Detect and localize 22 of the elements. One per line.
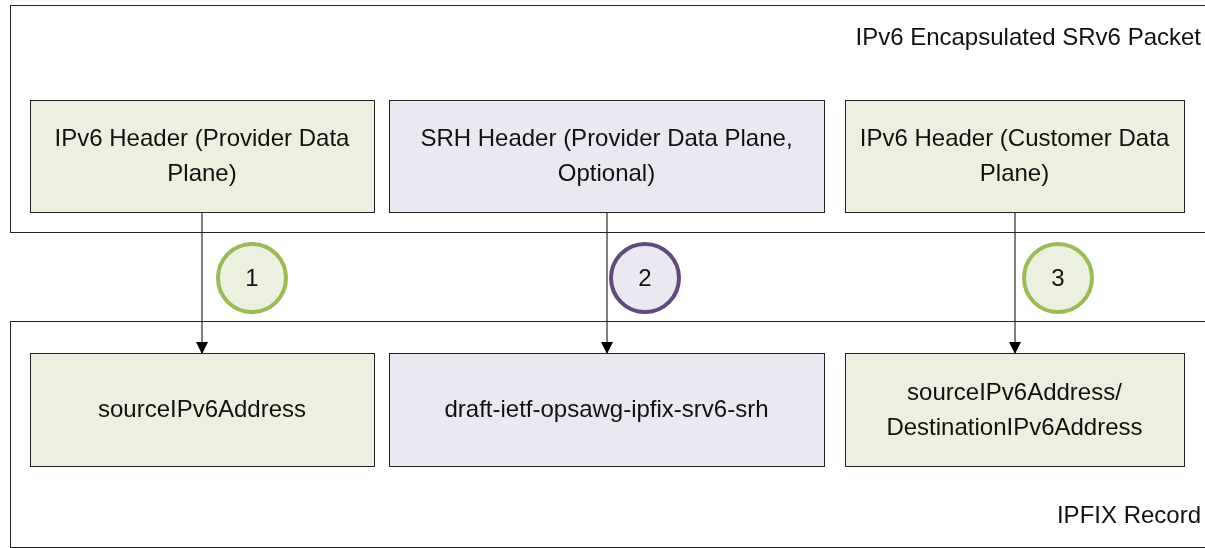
field-box bbox=[388, 352, 825, 467]
arrow bbox=[601, 212, 613, 354]
field-box bbox=[29, 352, 375, 467]
box-text: IPv6 Header (Customer Data Plane) bbox=[858, 123, 1171, 188]
container-title: IPFIX Record bbox=[1056, 500, 1201, 530]
box-text: SRH Header (Provider Data Plane, Optional) bbox=[419, 123, 794, 188]
step-number: 1 bbox=[245, 262, 259, 293]
box-text: sourceIPv6Address bbox=[97, 394, 307, 425]
container-title: IPv6 Encapsulated SRv6 Packet bbox=[855, 22, 1201, 52]
header-box bbox=[844, 99, 1185, 213]
record-container bbox=[10, 321, 1205, 548]
step-number: 3 bbox=[1051, 262, 1065, 293]
step-number: 2 bbox=[638, 262, 652, 293]
arrow bbox=[1009, 212, 1021, 354]
box-text: sourceIPv6Address/ DestinationIPv6Address bbox=[885, 376, 1144, 442]
box-text: IPv6 Header (Provider Data Plane) bbox=[53, 123, 351, 188]
header-box bbox=[388, 99, 825, 213]
field-box bbox=[844, 352, 1185, 467]
arrow bbox=[196, 212, 208, 354]
box-text: draft-ietf-opsawg-ipfix-srv6-srh bbox=[444, 394, 769, 425]
header-box bbox=[29, 99, 375, 213]
packet-container bbox=[10, 5, 1205, 233]
